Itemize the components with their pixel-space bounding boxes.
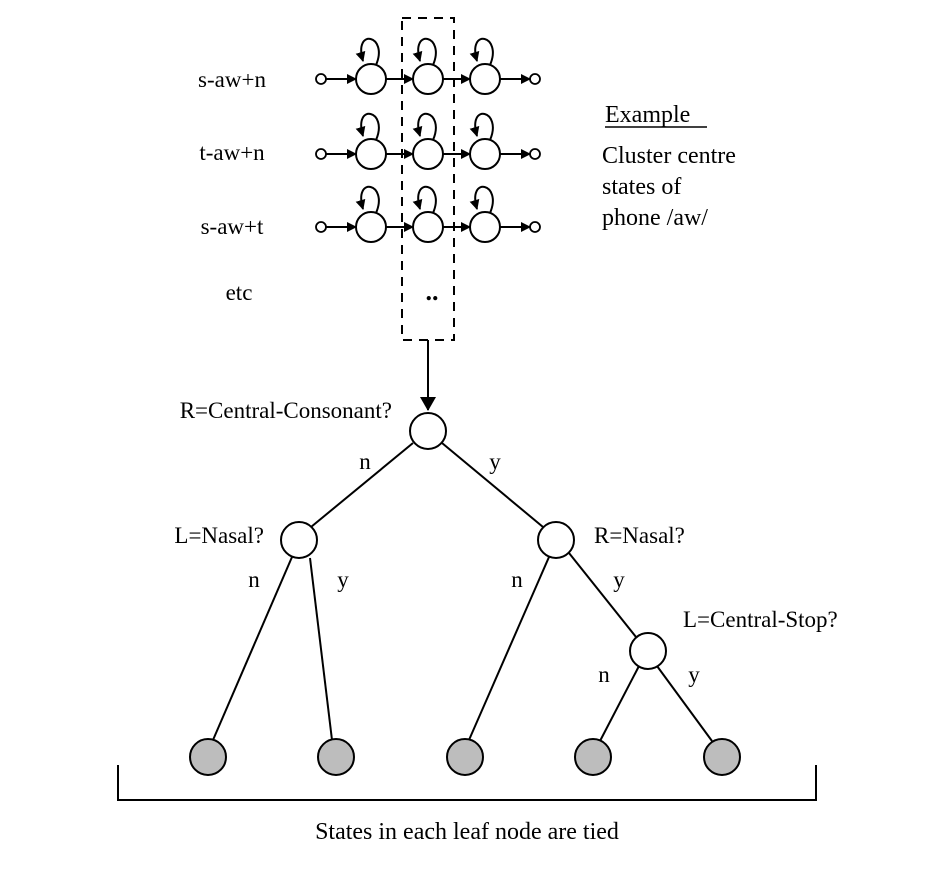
etc-label: etc	[226, 280, 253, 305]
left-node	[280, 521, 318, 559]
leaf-node-1	[189, 738, 227, 776]
leaf-tied-caption: States in each leaf node are tied	[315, 819, 619, 845]
self-loop-arrow	[469, 112, 494, 141]
example-line-1: Cluster centre	[602, 143, 736, 169]
ellipsis-dots: ..	[426, 277, 439, 306]
exit-state	[529, 221, 541, 233]
edge-right-n	[468, 556, 550, 741]
branch-label-root-n: n	[359, 449, 371, 474]
hmm-state-3	[469, 211, 501, 243]
hmm-state-1	[355, 211, 387, 243]
hmm-state-1	[355, 138, 387, 170]
left-question: L=Nasal?	[174, 523, 264, 548]
edge-root-right	[441, 442, 544, 528]
hmm-row-3	[315, 185, 541, 243]
hmm-state-3	[469, 138, 501, 170]
root-node	[409, 412, 447, 450]
hmm-models	[315, 37, 541, 243]
branch-label-left-y: y	[337, 567, 349, 592]
self-loop-arrow	[355, 185, 380, 214]
hmm-state-2	[412, 138, 444, 170]
branch-label-right-y: y	[613, 567, 625, 592]
leaf-bracket	[117, 765, 817, 801]
hmm-state-1	[355, 63, 387, 95]
edge-left-y	[309, 557, 333, 741]
self-loop-arrow	[469, 37, 494, 66]
entry-state	[315, 148, 327, 160]
leaf-node-4	[574, 738, 612, 776]
branch-label-rr-n: n	[598, 662, 610, 687]
edge-left-n	[212, 556, 293, 741]
edge-rr-y	[656, 665, 713, 742]
branch-label-rr-y: y	[688, 662, 700, 687]
leaf-node-2	[317, 738, 355, 776]
branch-label-right-n: n	[511, 567, 523, 592]
exit-state	[529, 148, 541, 160]
self-loop-arrow	[469, 185, 494, 214]
self-loop-arrow	[412, 185, 437, 214]
exit-state	[529, 73, 541, 85]
model-label-s-aw-n: s-aw+n	[198, 67, 266, 92]
right-right-node	[629, 632, 667, 670]
hmm-state-2	[412, 211, 444, 243]
entry-state	[315, 73, 327, 85]
leaf-node-5	[703, 738, 741, 776]
example-title: Example	[605, 102, 690, 128]
model-label-t-aw-n: t-aw+n	[199, 140, 265, 165]
entry-state	[315, 221, 327, 233]
hmm-row-1	[315, 37, 541, 95]
example-line-3: phone /aw/	[602, 205, 708, 231]
right-question: R=Nasal?	[594, 523, 685, 548]
hmm-row-2	[315, 112, 541, 170]
self-loop-arrow	[412, 37, 437, 66]
edge-root-left	[310, 442, 414, 528]
leaf-node-3	[446, 738, 484, 776]
example-line-2: states of	[602, 174, 681, 200]
branch-label-root-y: y	[489, 449, 501, 474]
self-loop-arrow	[355, 112, 380, 141]
self-loop-arrow	[412, 112, 437, 141]
hmm-state-3	[469, 63, 501, 95]
edge-right-y	[568, 552, 637, 638]
right-node	[537, 521, 575, 559]
model-label-s-aw-t: s-aw+t	[201, 214, 264, 239]
branch-label-left-n: n	[248, 567, 260, 592]
edge-rr-n	[599, 665, 640, 742]
hmm-state-2	[412, 63, 444, 95]
self-loop-arrow	[355, 37, 380, 66]
right-right-question: L=Central-Stop?	[683, 607, 838, 632]
root-question: R=Central-Consonant?	[180, 398, 392, 423]
